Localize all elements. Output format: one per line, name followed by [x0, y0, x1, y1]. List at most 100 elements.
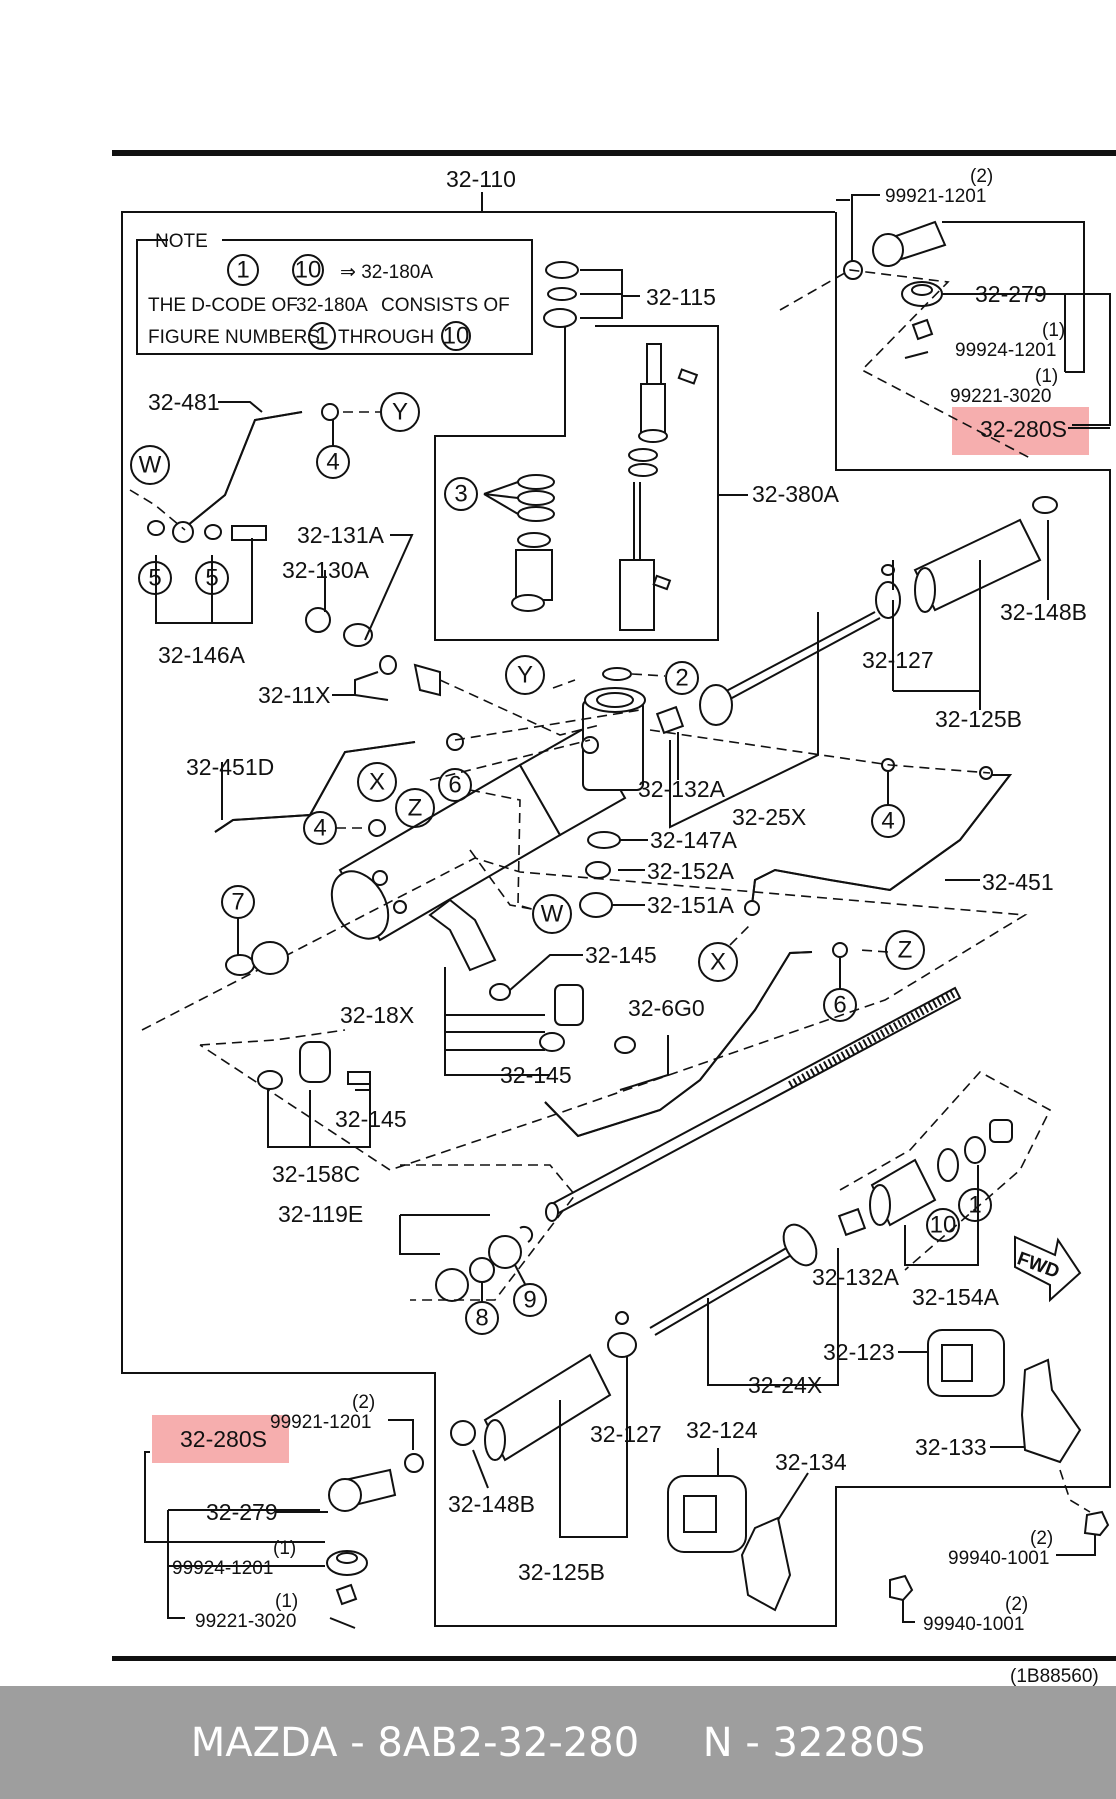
leader-24x	[707, 1248, 839, 1386]
callout-6b: 6	[833, 992, 846, 1019]
label-99921-top: 99921-1201	[885, 186, 986, 207]
mount-32-123	[927, 1329, 1005, 1397]
callout-z2: Z	[898, 937, 913, 964]
label-32-25x: 32-25X	[732, 804, 806, 830]
note-circle-10b-text: 10	[443, 323, 470, 350]
pipe-32-451	[751, 774, 1013, 906]
label-99924-bot-q: (1)	[273, 1538, 296, 1559]
callout-8: 8	[475, 1305, 488, 1332]
label-32-133: 32-133	[915, 1434, 987, 1460]
leader-125b-bot	[559, 1357, 628, 1538]
label-32-125b-bot: 32-125B	[518, 1559, 605, 1585]
dash-z2	[859, 949, 889, 953]
label-32-11x: 32-11X	[258, 682, 330, 708]
callout-2: 2	[675, 665, 688, 692]
pipe-32-481	[181, 411, 303, 531]
note-line3b: THROUGH	[338, 327, 434, 348]
tie-rod-32-24x	[649, 1207, 867, 1336]
footer-part-numbers: MAZDA - 8AB2-32-280 N - 32280S	[190, 1719, 926, 1766]
leader-tre-top	[851, 194, 880, 262]
label-32-151a: 32-151A	[647, 892, 735, 918]
note-line3a: FIGURE NUMBERS	[148, 327, 320, 348]
rack-dash	[141, 857, 1028, 1171]
box-32-380a	[434, 325, 719, 641]
label-32-380a: 32-380A	[752, 481, 840, 507]
note-arrow-ref: ⇒ 32-180A	[340, 262, 433, 283]
callout-w2: W	[541, 901, 564, 928]
note-circle-10	[292, 254, 324, 286]
leader-154a	[904, 1165, 979, 1266]
callout-x2: X	[710, 949, 726, 976]
leader-25x	[669, 612, 819, 829]
label-99924-top: 99924-1201	[955, 340, 1056, 361]
callout-10: 10	[930, 1212, 957, 1239]
label-99921-top-q: (2)	[970, 166, 993, 187]
callout-1: 1	[968, 1192, 981, 1219]
bracket-32-134	[740, 1516, 792, 1612]
label-32-147a: 32-147A	[650, 827, 738, 853]
mount-32-124	[667, 1475, 747, 1553]
bolt-99940-a	[1083, 1510, 1110, 1537]
note-circle-10b	[441, 321, 471, 351]
label-32-110: 32-110	[446, 166, 516, 192]
diagram-reference-code: (1B88560)	[1010, 1666, 1099, 1686]
note-box	[136, 239, 533, 355]
pipe-32-481-inner	[181, 411, 303, 531]
note-circle-1	[227, 254, 259, 286]
leader-99940-a	[1056, 1535, 1096, 1556]
label-99221-top: 99221-3020	[950, 386, 1051, 407]
tie-rod-32-25x	[655, 611, 881, 735]
small-parts	[147, 403, 993, 976]
callout-5a: 5	[148, 565, 161, 592]
note-circle-1b	[308, 322, 336, 350]
leader-tre-top-d	[1050, 293, 1111, 426]
label-32-132a-top: 32-132A	[638, 776, 726, 802]
callout-3: 3	[454, 481, 467, 508]
label-32-134: 32-134	[775, 1449, 847, 1475]
leader-tre-bot-c	[167, 1510, 185, 1619]
label-99921-bot: 99921-1201	[270, 1412, 371, 1433]
note-circle-1-text: 1	[236, 257, 249, 284]
label-99940-b: 99940-1001	[923, 1614, 1024, 1635]
label-99221-bot-q: (1)	[275, 1591, 298, 1612]
boot-32-125b-bot	[450, 1311, 637, 1462]
label-32-18x: 32-18X	[340, 1002, 414, 1028]
label-32-280s-bottom: 32-280S	[180, 1426, 267, 1452]
label-32-125b-top: 32-125B	[935, 706, 1022, 732]
leader-18x	[444, 967, 550, 1076]
label-32-131a: 32-131A	[297, 522, 385, 548]
bushing-32-119e	[435, 1225, 534, 1302]
label-32-145-a: 32-145	[585, 942, 657, 968]
label-32-124: 32-124	[686, 1417, 758, 1443]
o-rings-3	[483, 474, 555, 612]
callout-y1: Y	[392, 399, 408, 426]
label-99221-top-q: (1)	[1035, 366, 1058, 387]
pipe-32-6g0-inner	[544, 951, 813, 1138]
callout-6a: 6	[448, 772, 461, 799]
callouts: Y W 4 5 5 3 Y 2 X 6 4 Z 4 W 7 X	[130, 392, 992, 1335]
top-rule	[112, 150, 1116, 156]
dash-w2	[469, 849, 538, 911]
label-32-127-top: 32-127	[862, 647, 934, 673]
label-32-279-bot: 32-279	[206, 1499, 278, 1525]
label-32-123: 32-123	[823, 1339, 895, 1365]
bracket-32-133	[1020, 1358, 1082, 1464]
dash-158c	[199, 1029, 346, 1046]
label-32-451d: 32-451D	[186, 754, 274, 780]
callout-4b: 4	[313, 815, 326, 842]
bottom-rule	[112, 1656, 1116, 1661]
leader-481	[218, 401, 263, 413]
leader-148b-bot	[472, 1449, 489, 1489]
dash-y2	[552, 679, 576, 689]
label-99924-bot: 99924-1201	[172, 1558, 273, 1579]
pinion-assembly	[619, 343, 699, 631]
fwd-arrow	[1014, 1235, 1082, 1303]
leader-134	[777, 1472, 809, 1521]
highlight-32-280s-bottom	[152, 1415, 289, 1463]
label-99221-bot: 99221-3020	[195, 1611, 296, 1632]
main-frame	[121, 211, 1111, 1627]
label-32-127-bot: 32-127	[590, 1421, 662, 1447]
callout-x1: X	[369, 769, 385, 796]
rack-32-6g0	[545, 986, 962, 1222]
pipe-32-6g0	[544, 951, 813, 1138]
